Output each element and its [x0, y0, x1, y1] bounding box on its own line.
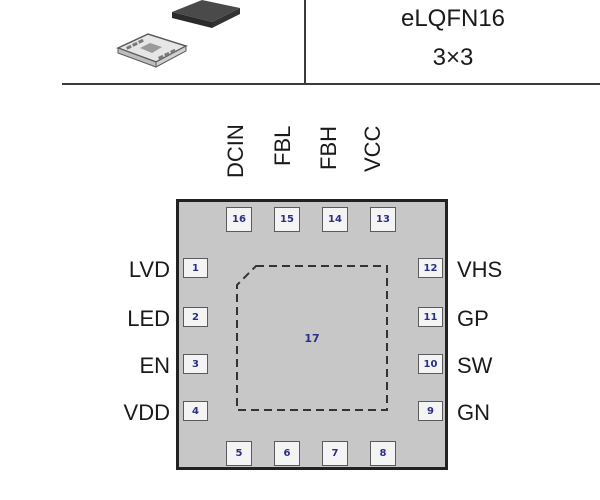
- pin-pad-15: 15: [274, 207, 300, 232]
- pin-pad-1: 1: [183, 258, 208, 278]
- pin-pad-9: 9: [418, 401, 443, 421]
- pin-pad-14: 14: [322, 207, 348, 232]
- pin-pad-16: 16: [226, 207, 252, 232]
- package-name: eLQFN16: [400, 5, 506, 32]
- pin-pad-11: 11: [418, 307, 443, 327]
- pin-label-gn: GN: [457, 400, 490, 425]
- pin-label-dcin: DCIN: [223, 124, 248, 178]
- chip-body: [176, 199, 448, 470]
- pin-label-vhs: VHS: [457, 257, 503, 282]
- pin-label-vdd: VDD: [123, 400, 170, 425]
- pin-label-sw: SW: [457, 353, 493, 378]
- pin-pad-3: 3: [183, 354, 208, 374]
- pin-pad-10: 10: [418, 354, 443, 374]
- pin-label-led: LED: [127, 306, 170, 331]
- exposed-pad-number: 17: [304, 332, 320, 345]
- pin-pad-6: 6: [274, 441, 300, 466]
- pin-label-vcc: VCC: [360, 125, 385, 172]
- pin-pad-4: 4: [183, 401, 208, 421]
- package-size: 3×3: [432, 44, 474, 71]
- pin-pad-12: 12: [418, 258, 443, 278]
- pin-label-gp: GP: [457, 306, 489, 331]
- pin-pad-13: 13: [370, 207, 396, 232]
- pin-pad-7: 7: [322, 441, 348, 466]
- package-thumbnail-icon: [116, 0, 240, 68]
- pin-pad-2: 2: [183, 307, 208, 327]
- pin-label-lvd: LVD: [128, 257, 170, 282]
- pin-pad-8: 8: [370, 441, 396, 466]
- header-divider-horizontal: [62, 83, 600, 85]
- pin-label-fbl: FBL: [270, 125, 295, 166]
- pin-label-fbh: FBH: [316, 126, 341, 170]
- pin-label-en: EN: [139, 353, 170, 378]
- exposed-pad-outline: [236, 265, 388, 411]
- header-divider-vertical: [304, 0, 306, 84]
- pin-pad-5: 5: [226, 441, 252, 466]
